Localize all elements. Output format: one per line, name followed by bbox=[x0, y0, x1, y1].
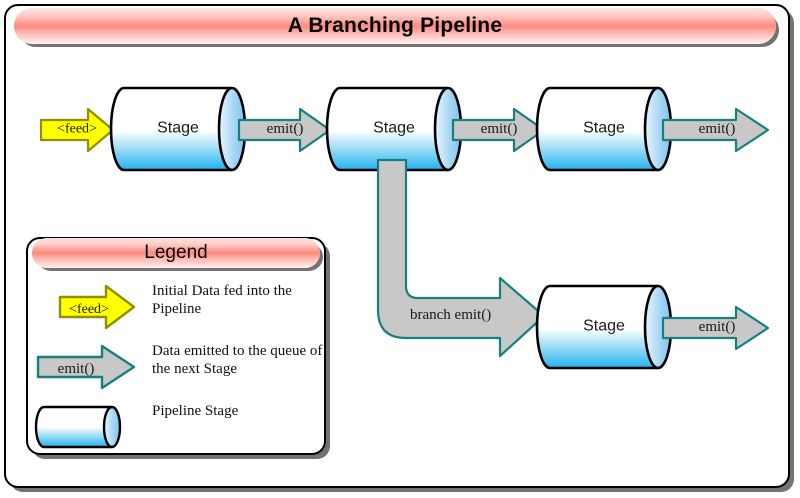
page-title: A Branching Pipeline bbox=[287, 14, 503, 37]
emit-arrow-4: emit() bbox=[661, 305, 772, 351]
legend-feed-arrow-text: <feed> bbox=[69, 302, 109, 317]
legend-feed-arrow: <feed> bbox=[36, 284, 140, 330]
branch-arrow-shape bbox=[376, 158, 546, 358]
legend-item-emit: emit() Data emitted to the queue of the … bbox=[36, 343, 322, 390]
cylinder-shape bbox=[109, 86, 247, 172]
pipeline-stage-4: Stage bbox=[535, 283, 673, 371]
legend-emit-arrow: emit() bbox=[36, 344, 140, 390]
emit-arrow-3: emit() bbox=[661, 107, 772, 153]
legend-item-description: Initial Data fed into the Pipeline bbox=[152, 283, 292, 317]
feed-arrow-shape bbox=[39, 107, 115, 153]
legend-item-feed: <feed> Initial Data fed into the Pipelin… bbox=[36, 283, 316, 330]
emit-arrow-1: emit() bbox=[237, 107, 332, 153]
emit-arrow-shape bbox=[237, 107, 332, 153]
legend-title: Legend bbox=[144, 242, 208, 263]
feed-arrow-icon: <feed> bbox=[58, 284, 136, 330]
emit-arrow-2: emit() bbox=[451, 107, 546, 153]
diagram-title-bar: A Branching Pipeline bbox=[14, 8, 776, 44]
feed-arrow-1: <feed> bbox=[39, 107, 115, 153]
cylinder-shape bbox=[535, 284, 673, 370]
legend-item-description: Pipeline Stage bbox=[152, 403, 239, 419]
legend-emit-arrow-text: emit() bbox=[58, 361, 95, 377]
cylinder-icon bbox=[34, 405, 122, 449]
pipeline-stage-3: Stage bbox=[535, 85, 673, 173]
cylinder-shape bbox=[535, 86, 673, 172]
branch-arrow-label: branch emit() bbox=[410, 307, 492, 323]
emit-arrow-shape bbox=[451, 107, 546, 153]
emit-arrow-shape bbox=[661, 305, 770, 351]
pipeline-stage-1: Stage bbox=[109, 85, 247, 173]
legend-item-description: Data emitted to the queue of the next St… bbox=[152, 343, 323, 377]
emit-arrow-shape bbox=[661, 107, 770, 153]
legend-title-bar: Legend bbox=[32, 238, 320, 268]
legend-stage-cylinder bbox=[34, 404, 140, 450]
emit-arrow-icon: emit() bbox=[36, 344, 136, 390]
legend-item-stage: Pipeline Stage bbox=[34, 403, 316, 450]
branch-emit-arrow: branch emit() bbox=[372, 158, 548, 360]
